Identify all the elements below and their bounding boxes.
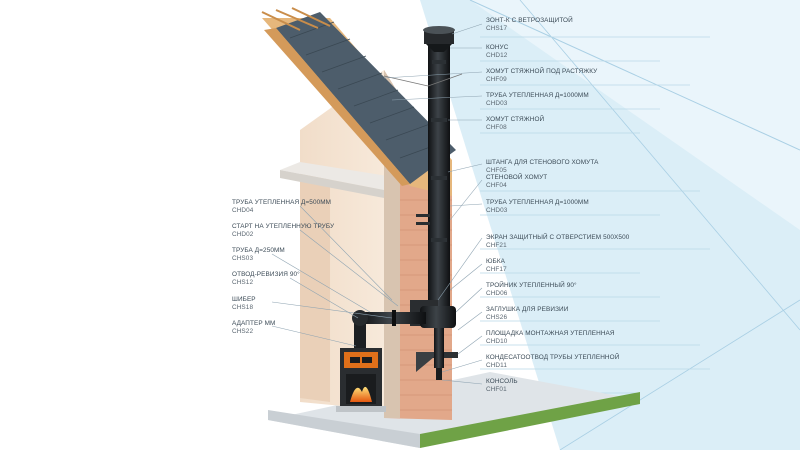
label-code: CHS22 [232, 327, 254, 335]
label-code: CHS17 [486, 24, 508, 32]
label-inspection-plug: ЗАГЛУШКА ДЛЯ РЕВИЗИИ CHS26 [486, 306, 568, 321]
label-wall-bracket-rod: ШТАНГА ДЛЯ СТЕНОВОГО ХОМУТА CHF05 [486, 159, 599, 174]
label-title: ЗОНТ-К С ВЕТРОЗАЩИТОЙ [486, 17, 573, 24]
label-code: CHF05 [486, 166, 507, 174]
label-condensate-drain: КОНДЕСАТООТВОД ТРУБЫ УТЕПЛЕННОЙ CHD11 [486, 354, 619, 369]
label-guy-clamp: ХОМУТ СТЯЖНОЙ ПОД РАСТЯЖКУ CHF09 [486, 68, 597, 83]
label-title: КОНУС [486, 44, 509, 51]
label-code: CHD06 [486, 289, 508, 297]
label-title: ЮБКА [486, 258, 506, 265]
leader-lines-left [271, 205, 399, 347]
label-code: CHS12 [232, 278, 254, 286]
label-code: CHF04 [486, 181, 507, 189]
stove [336, 348, 386, 412]
label-insulated-pipe-top: ТРУБА УТЕПЛЕННАЯ Д=1000ММ CHD03 [486, 92, 589, 107]
label-title: КОНСОЛЬ [486, 378, 518, 385]
label-title: ОТВОД-РЕВИЗИЯ 90° [232, 271, 300, 278]
label-code: CHS18 [232, 303, 254, 311]
label-pipe-250: ТРУБА Д=250ММ CHS03 [232, 247, 285, 262]
label-title: АДАПТЕР ММ [232, 320, 276, 327]
label-wall-bracket: СТЕНОВОЙ ХОМУТ CHF04 [486, 174, 547, 189]
label-title: ШИБЕР [232, 296, 256, 303]
label-console: КОНСОЛЬ CHF01 [486, 378, 518, 393]
label-separators [480, 36, 710, 394]
label-mounting-platform: ПЛОЩАДКА МОНТАЖНАЯ УТЕПЛЕННАЯ CHD10 [486, 330, 615, 345]
label-title: ХОМУТ СТЯЖНОЙ ПОД РАСТЯЖКУ [486, 68, 598, 75]
label-elbow-inspection: ОТВОД-РЕВИЗИЯ 90° CHS12 [232, 271, 300, 286]
label-code: CHF08 [486, 123, 507, 131]
label-protective-screen: ЭКРАН ЗАЩИТНЫЙ С ОТВЕРСТИЕМ 500Х500 CHF2… [486, 234, 629, 249]
label-code: CHD12 [486, 51, 508, 59]
label-title: ТРОЙНИК УТЕПЛЕННЫЙ 90° [486, 282, 577, 289]
leader-lines-right [383, 23, 483, 385]
ground [268, 372, 640, 448]
label-code: CHD10 [486, 337, 508, 345]
label-code: CHD04 [232, 206, 254, 214]
label-clamp: ХОМУТ СТЯЖНОЙ CHF08 [486, 116, 544, 131]
label-start-insulated: СТАРТ НА УТЕПЛЕННУЮ ТРУБУ CHD02 [232, 223, 334, 238]
label-tee: ТРОЙНИК УТЕПЛЕННЫЙ 90° CHD06 [486, 282, 577, 297]
label-insulated-pipe-500: ТРУБА УТЕПЛЕННАЯ Д=500ММ CHD04 [232, 199, 331, 214]
label-code: CHD02 [232, 230, 254, 238]
label-code: CHF01 [486, 385, 507, 393]
label-code: CHS26 [486, 313, 508, 321]
label-code: CHS03 [232, 254, 254, 262]
label-title: ШТАНГА ДЛЯ СТЕНОВОГО ХОМУТА [486, 159, 599, 166]
label-damper: ШИБЕР CHS18 [232, 296, 256, 311]
connector-pipe [352, 310, 426, 350]
label-title: ЗАГЛУШКА ДЛЯ РЕВИЗИИ [486, 306, 569, 313]
label-adapter: АДАПТЕР ММ CHS22 [232, 320, 275, 335]
label-title: КОНДЕСАТООТВОД ТРУБЫ УТЕПЛЕННОЙ [486, 354, 620, 361]
label-title: СТАРТ НА УТЕПЛЕННУЮ ТРУБУ [232, 223, 335, 230]
label-title: ПЛОЩАДКА МОНТАЖНАЯ УТЕПЛЕННАЯ [486, 330, 615, 337]
label-code: CHF09 [486, 75, 507, 83]
label-code: CHD03 [486, 206, 508, 214]
background-band [420, 0, 800, 450]
label-code: CHF17 [486, 265, 507, 273]
label-title: ТРУБА Д=250ММ [232, 247, 285, 254]
label-title: ТРУБА УТЕПЛЕННАЯ Д=500ММ [232, 199, 332, 206]
label-rain-cap: ЗОНТ-К С ВЕТРОЗАЩИТОЙ CHS17 [486, 17, 573, 32]
label-title: ЭКРАН ЗАЩИТНЫЙ С ОТВЕРСТИЕМ 500Х500 [486, 234, 630, 241]
label-insulated-pipe-mid: ТРУБА УТЕПЛЕННАЯ Д=1000ММ CHD03 [486, 199, 589, 214]
label-title: ТРУБА УТЕПЛЕННАЯ Д=1000ММ [486, 199, 589, 206]
label-title: СТЕНОВОЙ ХОМУТ [486, 174, 548, 181]
label-code: CHF21 [486, 241, 507, 249]
label-cone: КОНУС CHD12 [486, 44, 508, 59]
label-title: ТРУБА УТЕПЛЕННАЯ Д=1000ММ [486, 92, 589, 99]
label-title: ХОМУТ СТЯЖНОЙ [486, 116, 545, 123]
label-code: CHD11 [486, 361, 507, 369]
label-code: CHD03 [486, 99, 508, 107]
label-skirt: ЮБКА CHF17 [486, 258, 507, 273]
roof [261, 7, 456, 196]
